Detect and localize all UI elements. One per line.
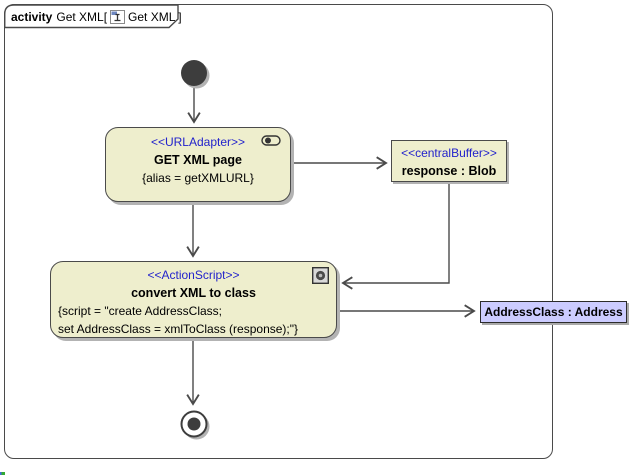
script-line: set AddressClass = xmlToClass (response)… (58, 322, 299, 336)
action-node-convert-xml[interactable]: <<ActionScript>> convert XML to class {s… (50, 261, 337, 338)
action-property: {alias = getXMLURL} (142, 171, 254, 185)
object-name: AddressClass : Address (484, 305, 623, 319)
stereotype-label: <<ActionScript>> (147, 268, 240, 282)
frame-name-label: Get XML[ (56, 10, 108, 24)
central-buffer-node-response[interactable]: <<centralBuffer>> response : Blob (391, 140, 507, 182)
buffer-name: response : Blob (401, 164, 497, 178)
initial-node[interactable] (181, 60, 207, 86)
action-name: GET XML page (154, 153, 242, 167)
final-node-dot (187, 417, 201, 431)
stereotype-label: <<URLAdapter>> (150, 135, 246, 149)
stray-pixel-artifact (0, 472, 5, 475)
action-name: convert XML to class (131, 286, 256, 300)
frame-title: activity Get XML[ Get XML ] (11, 9, 182, 25)
object-node-addressclass[interactable]: AddressClass : Address (480, 301, 627, 323)
media-lens-icon (311, 266, 330, 285)
activity-diagram-icon (110, 10, 126, 24)
edge-buffer-to-convert[interactable] (341, 183, 450, 290)
frame-title-pentagon (4, 4, 179, 29)
behavior-pill-icon (261, 135, 281, 146)
frame-kind-label: activity (11, 10, 53, 24)
activity-frame (4, 4, 553, 459)
action-node-get-xml-page[interactable]: <<URLAdapter>> GET XML page {alias = get… (105, 127, 291, 202)
stereotype-label: <<centralBuffer>> (401, 146, 497, 160)
frame-diagram-label: Get XML ] (128, 10, 182, 24)
script-line: {script = "create AddressClass; (58, 304, 222, 318)
